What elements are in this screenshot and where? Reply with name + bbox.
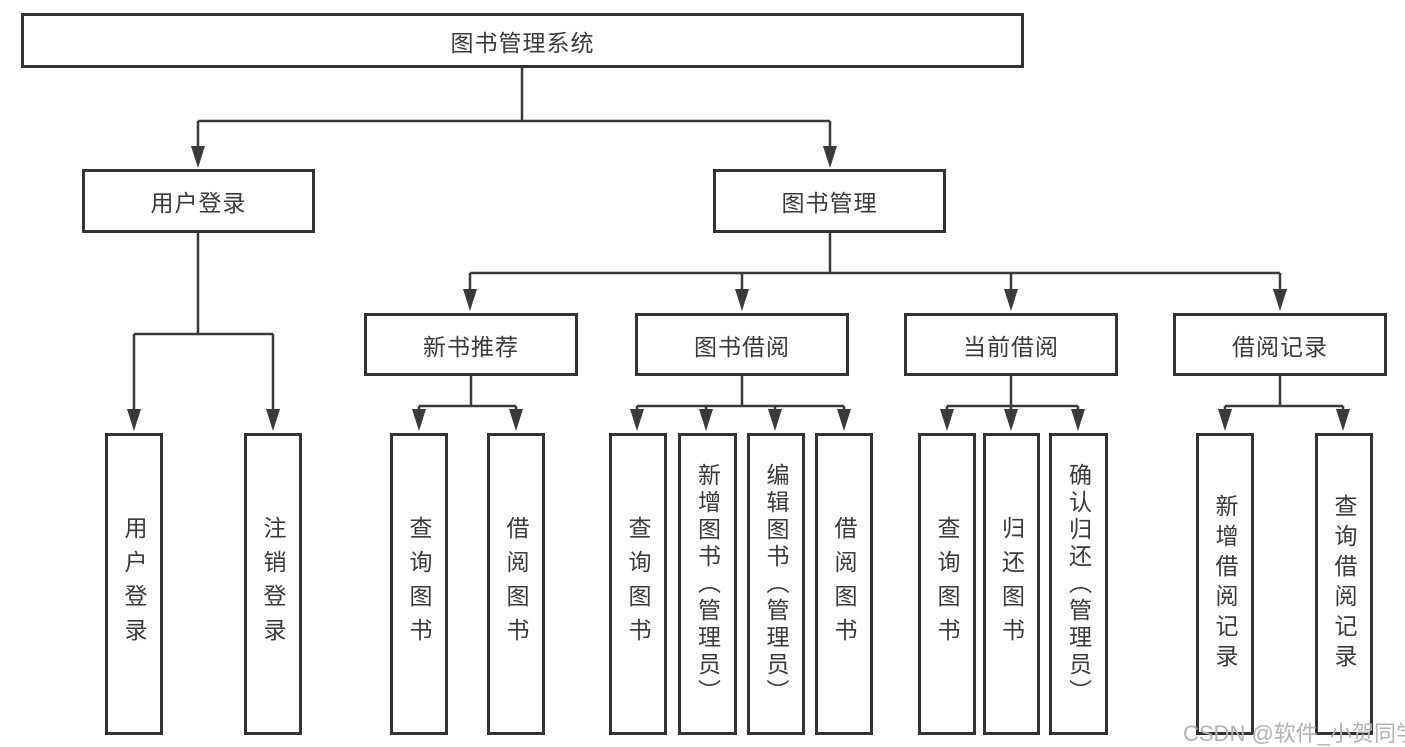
leaf-user-login: 用户登录 bbox=[105, 433, 163, 735]
leaf-bb-add-books-admin-label: 新增图书（管理员） bbox=[694, 462, 721, 706]
leaf-logout: 注销登录 bbox=[244, 433, 302, 735]
node-user-login: 用户登录 bbox=[82, 169, 315, 233]
node-borrowing-records-label: 借阅记录 bbox=[1232, 333, 1328, 360]
node-borrowing-records: 借阅记录 bbox=[1173, 313, 1387, 376]
leaf-bb-query-books: 查询图书 bbox=[609, 433, 667, 735]
node-book-management-label: 图书管理 bbox=[781, 190, 878, 216]
leaf-cb-return-books: 归还图书 bbox=[983, 433, 1040, 735]
node-new-book-recommend-label: 新书推荐 bbox=[423, 333, 519, 360]
leaf-cb-confirm-return-admin-label: 确认归还（管理员） bbox=[1065, 462, 1092, 706]
leaf-cb-confirm-return-admin: 确认归还（管理员） bbox=[1049, 433, 1108, 735]
leaf-bb-add-books-admin: 新增图书（管理员） bbox=[678, 433, 737, 735]
leaf-bb-edit-books-admin-label: 编辑图书（管理员） bbox=[763, 462, 789, 706]
node-book-borrowing-label: 图书借阅 bbox=[694, 333, 790, 360]
leaf-bb-query-books-label: 查询图书 bbox=[625, 516, 651, 652]
leaf-cb-return-books-label: 归还图书 bbox=[998, 516, 1025, 652]
leaf-br-query-record: 查询借阅记录 bbox=[1315, 433, 1373, 735]
leaf-br-add-record: 新增借阅记录 bbox=[1196, 433, 1254, 735]
node-new-book-recommend: 新书推荐 bbox=[364, 313, 578, 376]
leaf-bb-edit-books-admin: 编辑图书（管理员） bbox=[747, 433, 805, 735]
node-user-login-label: 用户登录 bbox=[150, 190, 247, 216]
leaf-bb-borrow-books-label: 借阅图书 bbox=[831, 516, 857, 652]
leaf-br-add-record-label: 新增借阅记录 bbox=[1212, 494, 1238, 674]
csdn-watermark: CSDN @软件_小贺同学 bbox=[1183, 721, 1405, 746]
leaf-cb-query-books-label: 查询图书 bbox=[934, 516, 960, 652]
leaf-logout-label: 注销登录 bbox=[260, 516, 286, 652]
leaf-nb-borrow-books: 借阅图书 bbox=[487, 433, 545, 735]
node-root-label: 图书管理系统 bbox=[450, 29, 595, 56]
node-root: 图书管理系统 bbox=[21, 13, 1024, 68]
leaf-cb-query-books: 查询图书 bbox=[918, 433, 976, 735]
leaf-user-login-label: 用户登录 bbox=[121, 516, 147, 652]
node-book-borrowing: 图书借阅 bbox=[635, 313, 849, 376]
arrowhead-icons bbox=[127, 146, 1350, 431]
node-current-borrowing: 当前借阅 bbox=[904, 313, 1118, 376]
leaf-br-query-record-label: 查询借阅记录 bbox=[1331, 494, 1357, 674]
node-current-borrowing-label: 当前借阅 bbox=[963, 333, 1059, 360]
node-book-management: 图书管理 bbox=[713, 169, 946, 233]
leaf-bb-borrow-books: 借阅图书 bbox=[815, 433, 873, 735]
leaf-nb-query-books: 查询图书 bbox=[390, 433, 448, 735]
leaf-nb-borrow-books-label: 借阅图书 bbox=[503, 516, 529, 652]
leaf-nb-query-books-label: 查询图书 bbox=[406, 516, 432, 652]
